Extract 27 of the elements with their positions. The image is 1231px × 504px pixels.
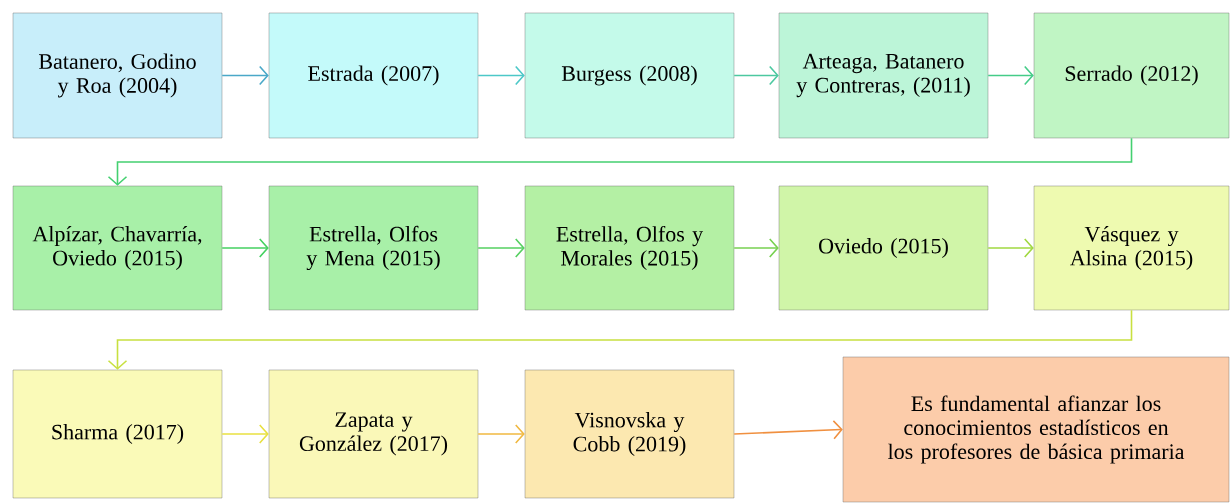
process-box: Sharma (2017) <box>12 369 223 499</box>
process-box: Estrada (2007) <box>268 12 479 139</box>
arrow <box>733 238 779 258</box>
arrow <box>733 420 843 440</box>
process-box: Serrado (2012) <box>1033 12 1230 139</box>
process-box: Alpízar, Chavarría, Oviedo (2015) <box>12 185 223 311</box>
arrow <box>221 65 269 86</box>
arrow <box>221 424 269 444</box>
arrow <box>107 309 1133 370</box>
process-box: Visnovska y Cobb (2019) <box>524 369 735 499</box>
arrow <box>477 424 525 444</box>
process-box: Vásquez y Alsina (2015) <box>1033 185 1230 311</box>
arrow <box>221 238 269 258</box>
process-box: Es fundamental afianzar los conocimientos estadísticos en los profesores de básica primaria <box>842 356 1230 503</box>
arrow <box>987 238 1034 258</box>
process-box: Oviedo (2015) <box>778 185 989 311</box>
process-box: Zapata y González (2017) <box>268 369 479 499</box>
arrow <box>987 65 1034 86</box>
arrow <box>477 65 525 86</box>
process-box: Burgess (2008) <box>524 12 735 139</box>
process-box: Estrella, Olfos y Mena (2015) <box>268 185 479 311</box>
arrow <box>733 65 779 86</box>
process-box: Estrella, Olfos y Morales (2015) <box>524 185 735 311</box>
process-box: Batanero, Godino y Roa (2004) <box>12 12 223 139</box>
process-box: Arteaga, Batanero y Contreras, (2011) <box>778 12 989 139</box>
arrow <box>107 137 1133 186</box>
arrow <box>477 238 525 258</box>
